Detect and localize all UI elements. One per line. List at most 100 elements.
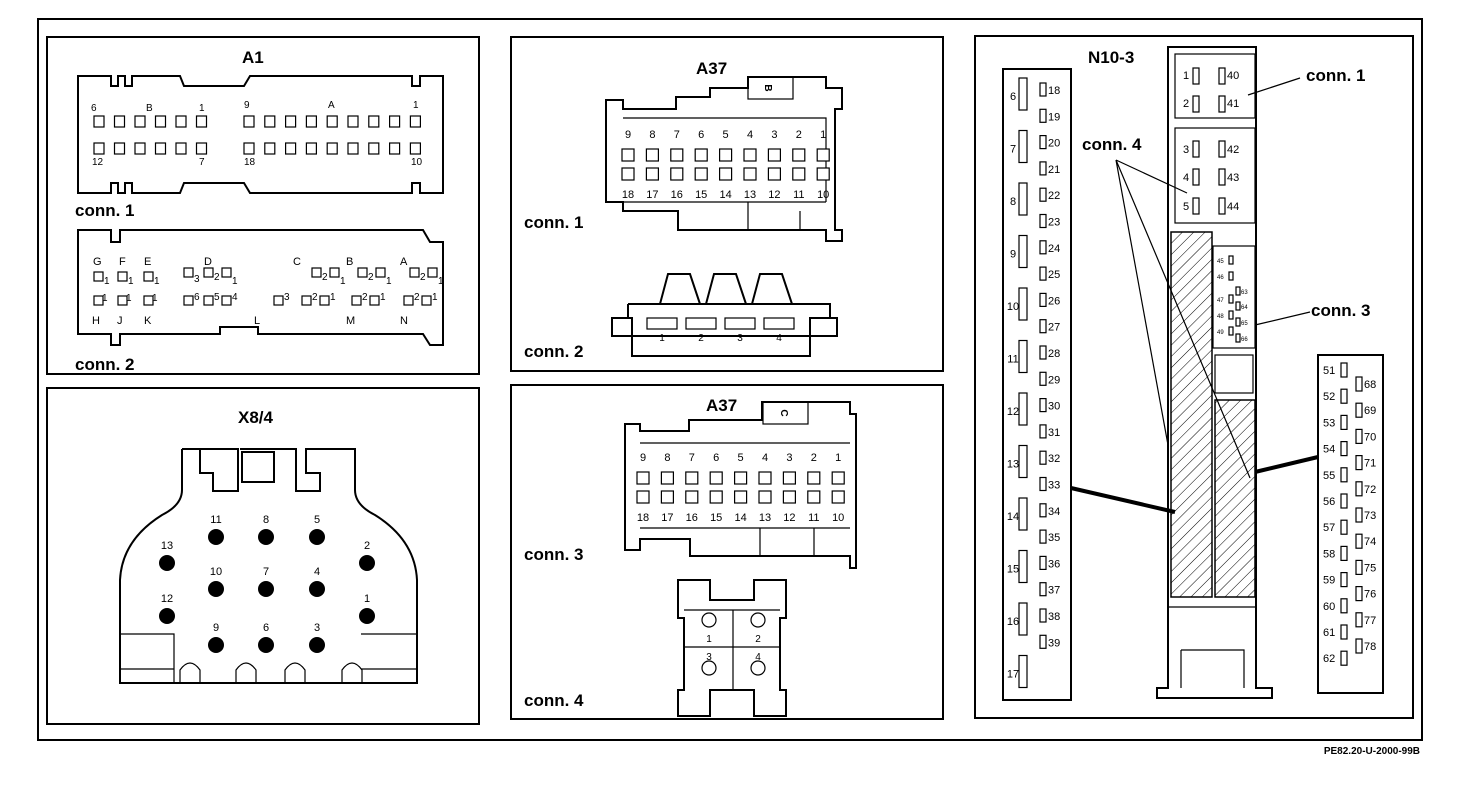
a1-c1-cavity bbox=[285, 115, 297, 128]
n10-left-small-label: 37 bbox=[1048, 585, 1060, 597]
n10-right-right-label: 76 bbox=[1364, 589, 1376, 601]
n10-right-right-cavity bbox=[1355, 585, 1363, 602]
n10-conn1-label: conn. 1 bbox=[1306, 66, 1366, 85]
a37-c1-pin-label: 14 bbox=[719, 189, 731, 201]
a1-c1-cavity bbox=[264, 142, 276, 155]
n10-right-left-cavity bbox=[1340, 467, 1348, 483]
x8-pin bbox=[258, 581, 274, 597]
n10-left-small-label: 38 bbox=[1048, 611, 1060, 623]
x8-pin bbox=[208, 529, 224, 545]
a1-c2-pin-num: 1 bbox=[386, 276, 392, 287]
n10-left-small-cavity bbox=[1039, 503, 1047, 518]
a1-c2-cavity bbox=[143, 295, 154, 306]
n10-left-small-label: 35 bbox=[1048, 532, 1060, 544]
n10-right-left-label: 60 bbox=[1323, 601, 1335, 613]
n10-left-small-cavity bbox=[1039, 187, 1047, 202]
n10-left-small-label: 33 bbox=[1048, 480, 1060, 492]
a1-c2-pin-num: 3 bbox=[194, 274, 200, 285]
n10-left-small-cavity bbox=[1039, 608, 1047, 623]
n10-right-right-label: 75 bbox=[1364, 562, 1376, 574]
a1-c2-cavity bbox=[301, 295, 312, 306]
n10-lower-frame bbox=[1168, 606, 1256, 688]
a1-c2-cavity bbox=[357, 267, 368, 278]
n10-right-right-cavity bbox=[1355, 402, 1363, 418]
a1-c2-cavity bbox=[203, 295, 214, 306]
x8-pin bbox=[359, 555, 375, 571]
a37-c1-pin-label: 4 bbox=[747, 129, 753, 141]
x8-bottom-left-block bbox=[120, 633, 175, 683]
a1-c2-bottom-letter: K bbox=[144, 315, 152, 327]
a1-c2-bottom-letter: L bbox=[254, 315, 260, 327]
n10-right-left-label: 62 bbox=[1323, 653, 1335, 665]
a37-bottom-badge-box bbox=[762, 401, 809, 425]
a37-conn3-label: conn. 3 bbox=[524, 545, 584, 564]
n10-c3-pin-label: 45 bbox=[1217, 259, 1224, 265]
a37-c3-pin-label: 2 bbox=[811, 452, 817, 464]
x8-pin bbox=[258, 637, 274, 653]
n10-left-big-label: 8 bbox=[1010, 196, 1016, 208]
n10-left-small-cavity bbox=[1039, 292, 1047, 307]
x8-bottom-right-block bbox=[361, 633, 418, 683]
a37-c3-cavity bbox=[758, 490, 772, 504]
a37-top-badge: B bbox=[762, 84, 773, 91]
a37-c3-cavity bbox=[758, 471, 772, 485]
a37-c3-cavity bbox=[807, 490, 821, 504]
n10-small-square bbox=[1214, 354, 1254, 394]
a1-c2-cavity bbox=[403, 295, 414, 306]
n10-left-small-label: 21 bbox=[1048, 164, 1060, 176]
n10-right-left-label: 58 bbox=[1323, 548, 1335, 560]
n10-c3-cavity bbox=[1228, 326, 1234, 336]
n10-left-connector bbox=[1002, 68, 1072, 701]
n10-c3-pin-label: 48 bbox=[1217, 314, 1224, 320]
n10-left-small-label: 30 bbox=[1048, 401, 1060, 413]
x8-top-key bbox=[241, 451, 275, 483]
n10-left-big-cavity bbox=[1018, 339, 1028, 374]
a37-c3-pin-label: 5 bbox=[738, 452, 744, 464]
a37-top-housing bbox=[605, 76, 843, 242]
a1-c1-cavity bbox=[389, 115, 401, 128]
a1-c1-cavity bbox=[134, 142, 146, 155]
n10-right-right-label: 69 bbox=[1364, 405, 1376, 417]
a37-conn1-label: conn. 1 bbox=[524, 213, 584, 232]
a37-c4-cavity bbox=[750, 612, 766, 628]
a1-c1-label-1l: 1 bbox=[199, 103, 205, 114]
a37-c1-pin-label: 13 bbox=[744, 189, 756, 201]
a37-c3-pin-label: 16 bbox=[686, 512, 698, 524]
a37-c2-pin-label: 4 bbox=[776, 333, 782, 344]
n10-left-small-label: 36 bbox=[1048, 558, 1060, 570]
x8-pin bbox=[208, 637, 224, 653]
a37-c3-cavity bbox=[709, 490, 723, 504]
a1-c1-label-7: 7 bbox=[199, 157, 205, 168]
n10-left-small-label: 29 bbox=[1048, 374, 1060, 386]
n10-conn4-label: conn. 4 bbox=[1082, 135, 1142, 154]
x8-pin-label: 13 bbox=[161, 540, 173, 552]
a1-conn2-label: conn. 2 bbox=[75, 355, 135, 374]
n10-left-small-label: 22 bbox=[1048, 190, 1060, 202]
a37-c1-cavity bbox=[792, 148, 806, 162]
x8-pin bbox=[309, 637, 325, 653]
a37-c1-pin-label: 6 bbox=[698, 129, 704, 141]
a37-c1-cavity bbox=[743, 148, 757, 162]
a1-c2-group-letter: D bbox=[204, 256, 212, 268]
n10-right-left-cavity bbox=[1340, 441, 1348, 457]
x8-pin bbox=[359, 608, 375, 624]
a37-c1-pin-label: 15 bbox=[695, 189, 707, 201]
a37-c3-cavity bbox=[831, 471, 845, 485]
a37-c1-cavity bbox=[767, 148, 782, 162]
a1-c2-pin-num: 1 bbox=[432, 292, 438, 303]
x8-pin bbox=[159, 608, 175, 624]
a1-c2-group-letter: A bbox=[400, 256, 408, 268]
a1-c1-label-10: 10 bbox=[411, 157, 423, 168]
n10-left-big-label: 14 bbox=[1007, 511, 1019, 523]
n10-left-small-cavity bbox=[1039, 398, 1047, 413]
n10-right-pins: 5152535455565758596061626869707172737475… bbox=[1323, 362, 1376, 666]
n10-left-small-label: 28 bbox=[1048, 348, 1060, 360]
a1-conn1-housing bbox=[77, 75, 444, 194]
a37-c2-pin-label: 1 bbox=[659, 333, 665, 344]
n10-left-big-label: 9 bbox=[1010, 249, 1016, 261]
